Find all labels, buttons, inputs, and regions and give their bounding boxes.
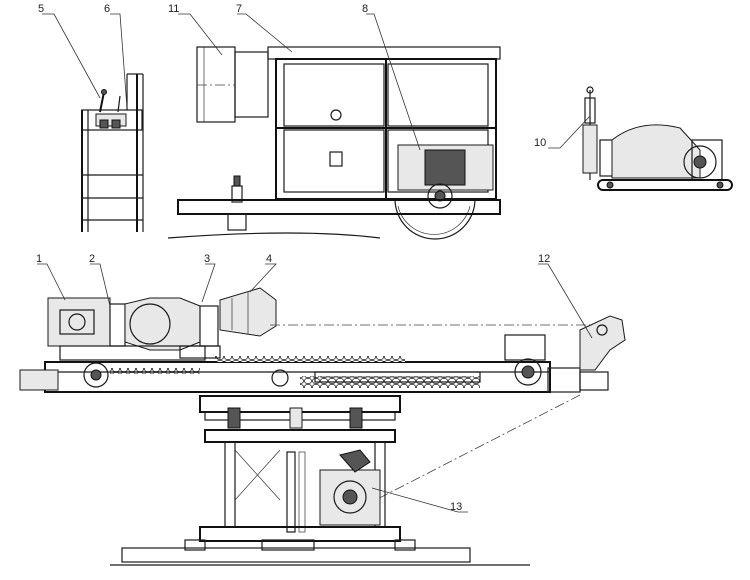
power-pack-side-view — [167, 46, 501, 240]
leader-lines — [37, 13, 593, 513]
drill-rig-main-view — [19, 287, 626, 566]
callout-labels: 5 6 11 7 8 10 1 2 3 4 12 13 — [36, 3, 550, 513]
callout-8: 8 — [362, 3, 368, 15]
control-panel-side-view — [81, 73, 144, 232]
callout-13: 13 — [450, 501, 462, 513]
callout-6: 6 — [104, 3, 110, 15]
callout-4: 4 — [266, 253, 272, 265]
callout-2: 2 — [89, 253, 95, 265]
callout-11: 11 — [168, 3, 179, 15]
callout-1: 1 — [36, 253, 42, 265]
callout-5: 5 — [38, 3, 44, 15]
callout-7: 7 — [236, 3, 242, 15]
mud-pump-view — [582, 86, 733, 191]
callout-3: 3 — [204, 253, 210, 265]
callout-12: 12 — [538, 253, 550, 265]
callout-10: 10 — [534, 137, 546, 149]
